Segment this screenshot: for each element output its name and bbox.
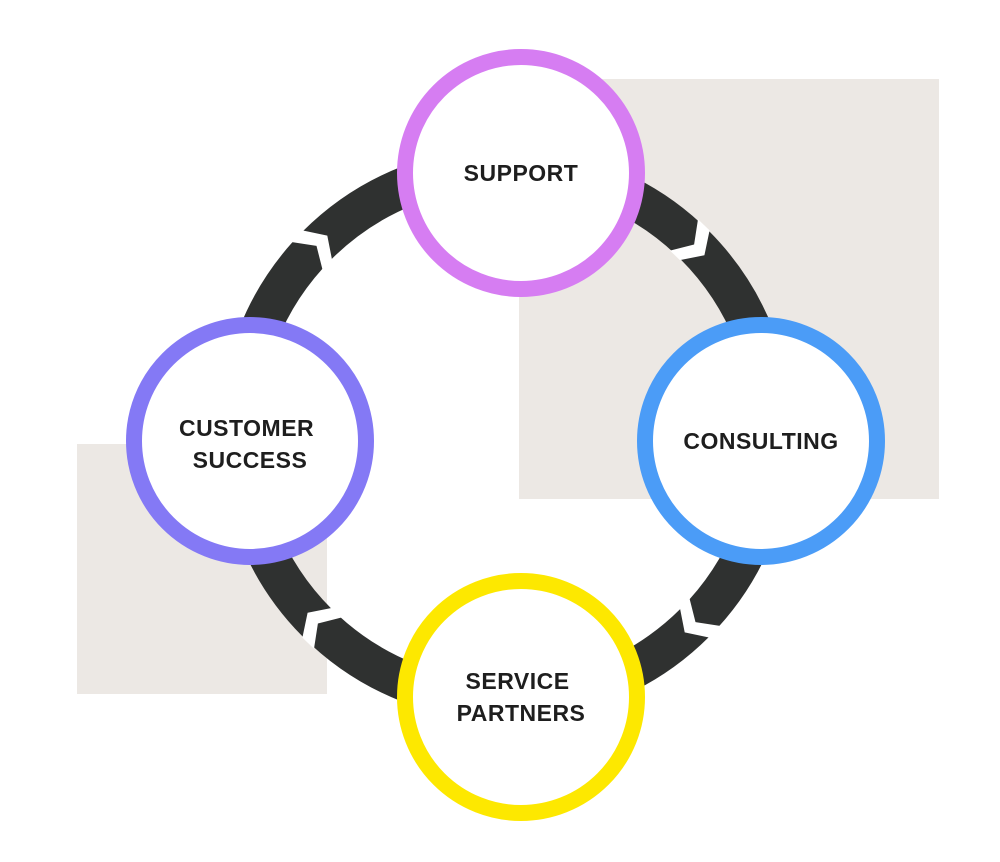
node-consulting: CONSULTING [637, 317, 885, 565]
node-consulting-circle [637, 317, 885, 565]
node-support-circle [397, 49, 645, 297]
arrow-service-partners-to-customer-success [302, 607, 342, 649]
node-support: SUPPORT [397, 49, 645, 297]
node-customer-success-label: CUSTOMER SUCCESS [179, 415, 321, 473]
node-support-label: SUPPORT [464, 160, 579, 186]
arrow-support-to-consulting [670, 219, 710, 261]
node-consulting-label-line-1: CONSULTING [683, 428, 838, 454]
arrow-customer-success-to-support [291, 230, 333, 270]
node-service-partners-circle [397, 573, 645, 821]
node-service-partners-label-line-1: SERVICE [466, 668, 570, 694]
arrow-chevrons [291, 219, 721, 649]
node-consulting-label: CONSULTING [683, 428, 838, 454]
arrow-consulting-to-service-partners [679, 598, 721, 638]
node-support-label-line-1: SUPPORT [464, 160, 579, 186]
node-customer-success-circle [126, 317, 374, 565]
node-service-partners-label: SERVICE PARTNERS [457, 668, 586, 726]
node-customer-success-label-line-1: CUSTOMER [179, 415, 314, 441]
node-customer-success-label-line-2: SUCCESS [193, 447, 308, 473]
node-service-partners-label-line-2: PARTNERS [457, 700, 586, 726]
node-service-partners: SERVICE PARTNERS [397, 573, 645, 821]
node-customer-success: CUSTOMER SUCCESS [126, 317, 374, 565]
